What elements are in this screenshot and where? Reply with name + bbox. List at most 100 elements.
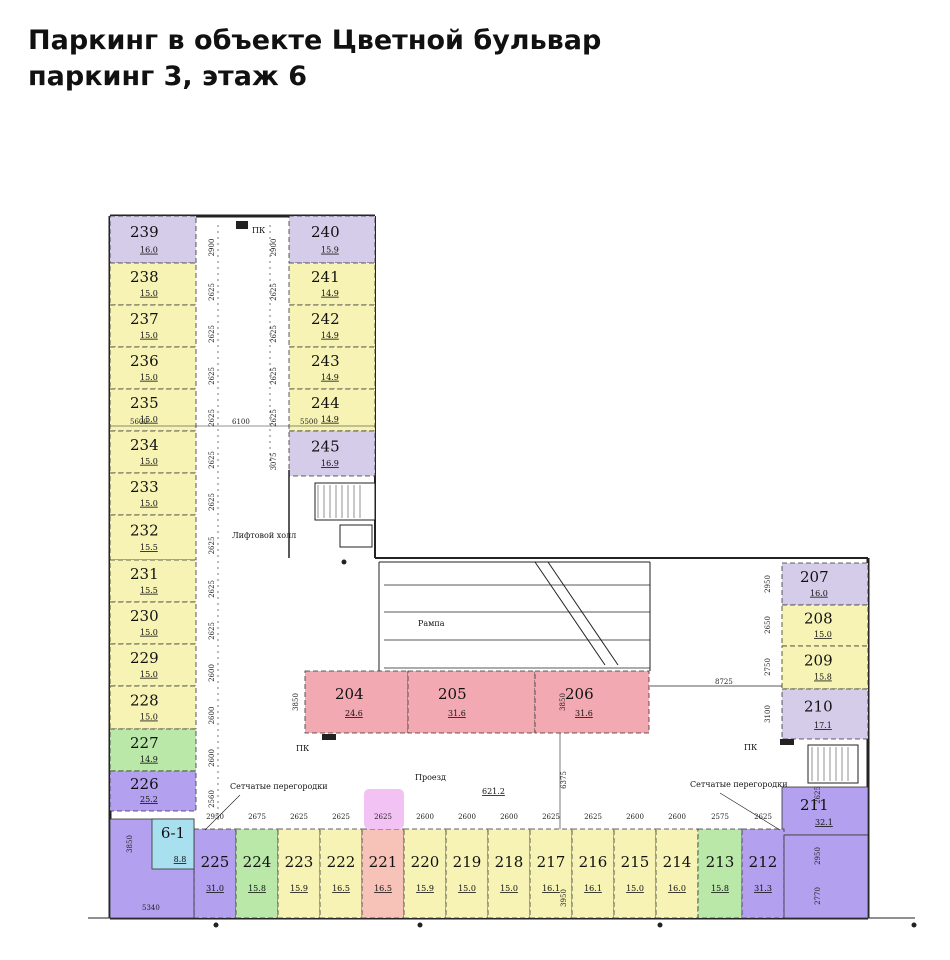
label-nets-right: Сетчатые перегородки [690, 780, 788, 789]
parking-space-238 [109, 262, 197, 306]
dim-bottom-13: 2625 [754, 813, 772, 821]
dim-right-2: 2750 [764, 658, 772, 676]
space-number-234: 234 [130, 436, 159, 454]
parking-space-242 [288, 304, 376, 348]
space-number-229: 229 [130, 649, 159, 667]
parking-space-233 [109, 472, 197, 516]
stair-top [314, 482, 376, 521]
space-area-234: 15.0 [140, 457, 158, 466]
dim-left-1: 2625 [208, 283, 216, 301]
dim-right-0: 2950 [764, 575, 772, 593]
label-lift-hall: Лифтовой холл [232, 531, 296, 540]
parking-space-230 [109, 601, 197, 645]
space-area-229: 15.0 [140, 670, 158, 679]
dim-width-2: 5500 [300, 418, 318, 426]
parking-space-212 [741, 828, 785, 919]
parking-space-219 [445, 828, 489, 919]
dim-left-3: 2625 [208, 367, 216, 385]
dim-left-11: 2600 [208, 707, 216, 725]
parking-space-222 [319, 828, 363, 919]
dim-left-5: 2625 [208, 451, 216, 469]
space-area-233: 15.0 [140, 499, 158, 508]
space-area-231: 15.5 [140, 586, 158, 595]
dim-bottom-10: 2600 [626, 813, 644, 821]
label-pk-top: ПК [252, 226, 266, 235]
space-number-239: 239 [130, 223, 159, 241]
parking-space-236 [109, 346, 197, 390]
label-pk-right: ПК [744, 743, 758, 752]
space-number-213: 213 [706, 853, 735, 871]
pk-marker-mid [322, 734, 336, 740]
space-number-244: 244 [311, 394, 340, 412]
dim-bottom-4: 2625 [374, 813, 392, 821]
dim-right-4: 2625 [814, 786, 822, 804]
space-number-231: 231 [130, 565, 159, 583]
space-area-241: 14.9 [321, 289, 339, 298]
column-dot-3 [657, 922, 663, 928]
dim-bottom-2: 2625 [290, 813, 308, 821]
space-number-210: 210 [804, 698, 833, 716]
space-number-240: 240 [311, 223, 340, 241]
dim-left-2: 2625 [208, 325, 216, 343]
label-nets-left: Сетчатые перегородки [230, 782, 328, 791]
space-number-218: 218 [495, 853, 524, 871]
dim-left-10: 2600 [208, 664, 216, 682]
space-number-211: 211 [800, 796, 829, 814]
dim-right-1: 2650 [764, 616, 772, 634]
parking-space-221 [361, 828, 405, 919]
dim-inner-3: 2625 [270, 367, 278, 385]
space-number-222: 222 [327, 853, 356, 871]
parking-space-214 [655, 828, 699, 919]
column-dot-2 [417, 922, 423, 928]
space-area-212: 31.3 [754, 884, 772, 893]
parking-space-220 [403, 828, 447, 919]
space-number-214: 214 [663, 853, 692, 871]
space-area-217: 16.1 [542, 884, 560, 893]
parking-space-237 [109, 304, 197, 348]
parking-space-239 [109, 215, 197, 264]
space-area-210: 17.1 [814, 721, 832, 730]
space-number-204: 204 [335, 685, 364, 703]
space-area-214: 16.0 [668, 884, 686, 893]
label-pk-mid: ПК [296, 744, 310, 753]
space-number-209: 209 [804, 651, 833, 669]
pointer-nets-left [204, 794, 241, 831]
dim-right-3: 3100 [764, 705, 772, 723]
parking-space-216 [571, 828, 615, 919]
dim-misc-5: 5340 [142, 904, 160, 912]
space-number-215: 215 [621, 853, 650, 871]
dim-bottom-3: 2625 [332, 813, 350, 821]
space-number-238: 238 [130, 268, 159, 286]
space-number-236: 236 [130, 352, 159, 370]
column-dot-0 [341, 559, 347, 565]
dim-inner-0: 2900 [270, 239, 278, 257]
space-area-238: 15.0 [140, 289, 158, 298]
column-dot-4 [911, 922, 917, 928]
parking-space-6-1 [151, 818, 195, 870]
space-number-233: 233 [130, 478, 159, 496]
ramp-diagonal-2 [547, 561, 619, 666]
parking-space-209 [781, 645, 869, 690]
dim-left-9: 2625 [208, 622, 216, 640]
parking-space-245 [288, 430, 376, 477]
dim-bottom-1: 2675 [248, 813, 266, 821]
space-area-218: 15.0 [500, 884, 518, 893]
space-number-205: 205 [438, 685, 467, 703]
dim-inner-4: 2625 [270, 409, 278, 427]
dim-right-6: 2770 [814, 887, 822, 905]
dim-left-0: 2900 [208, 239, 216, 257]
space-number-243: 243 [311, 352, 340, 370]
space-area-228: 15.0 [140, 713, 158, 722]
space-number-228: 228 [130, 691, 159, 709]
space-area-227: 14.9 [140, 755, 158, 764]
dim-left-4: 2625 [208, 409, 216, 427]
space-area-208: 15.0 [814, 630, 832, 639]
dim-left-13: 2560 [208, 790, 216, 808]
space-number-226: 226 [130, 775, 159, 793]
space-area-235: 15.0 [140, 415, 158, 424]
space-area-204: 24.6 [345, 709, 363, 718]
space-number-232: 232 [130, 521, 159, 539]
dim-bottom-6: 2600 [458, 813, 476, 821]
parking-space-225 [193, 828, 237, 919]
